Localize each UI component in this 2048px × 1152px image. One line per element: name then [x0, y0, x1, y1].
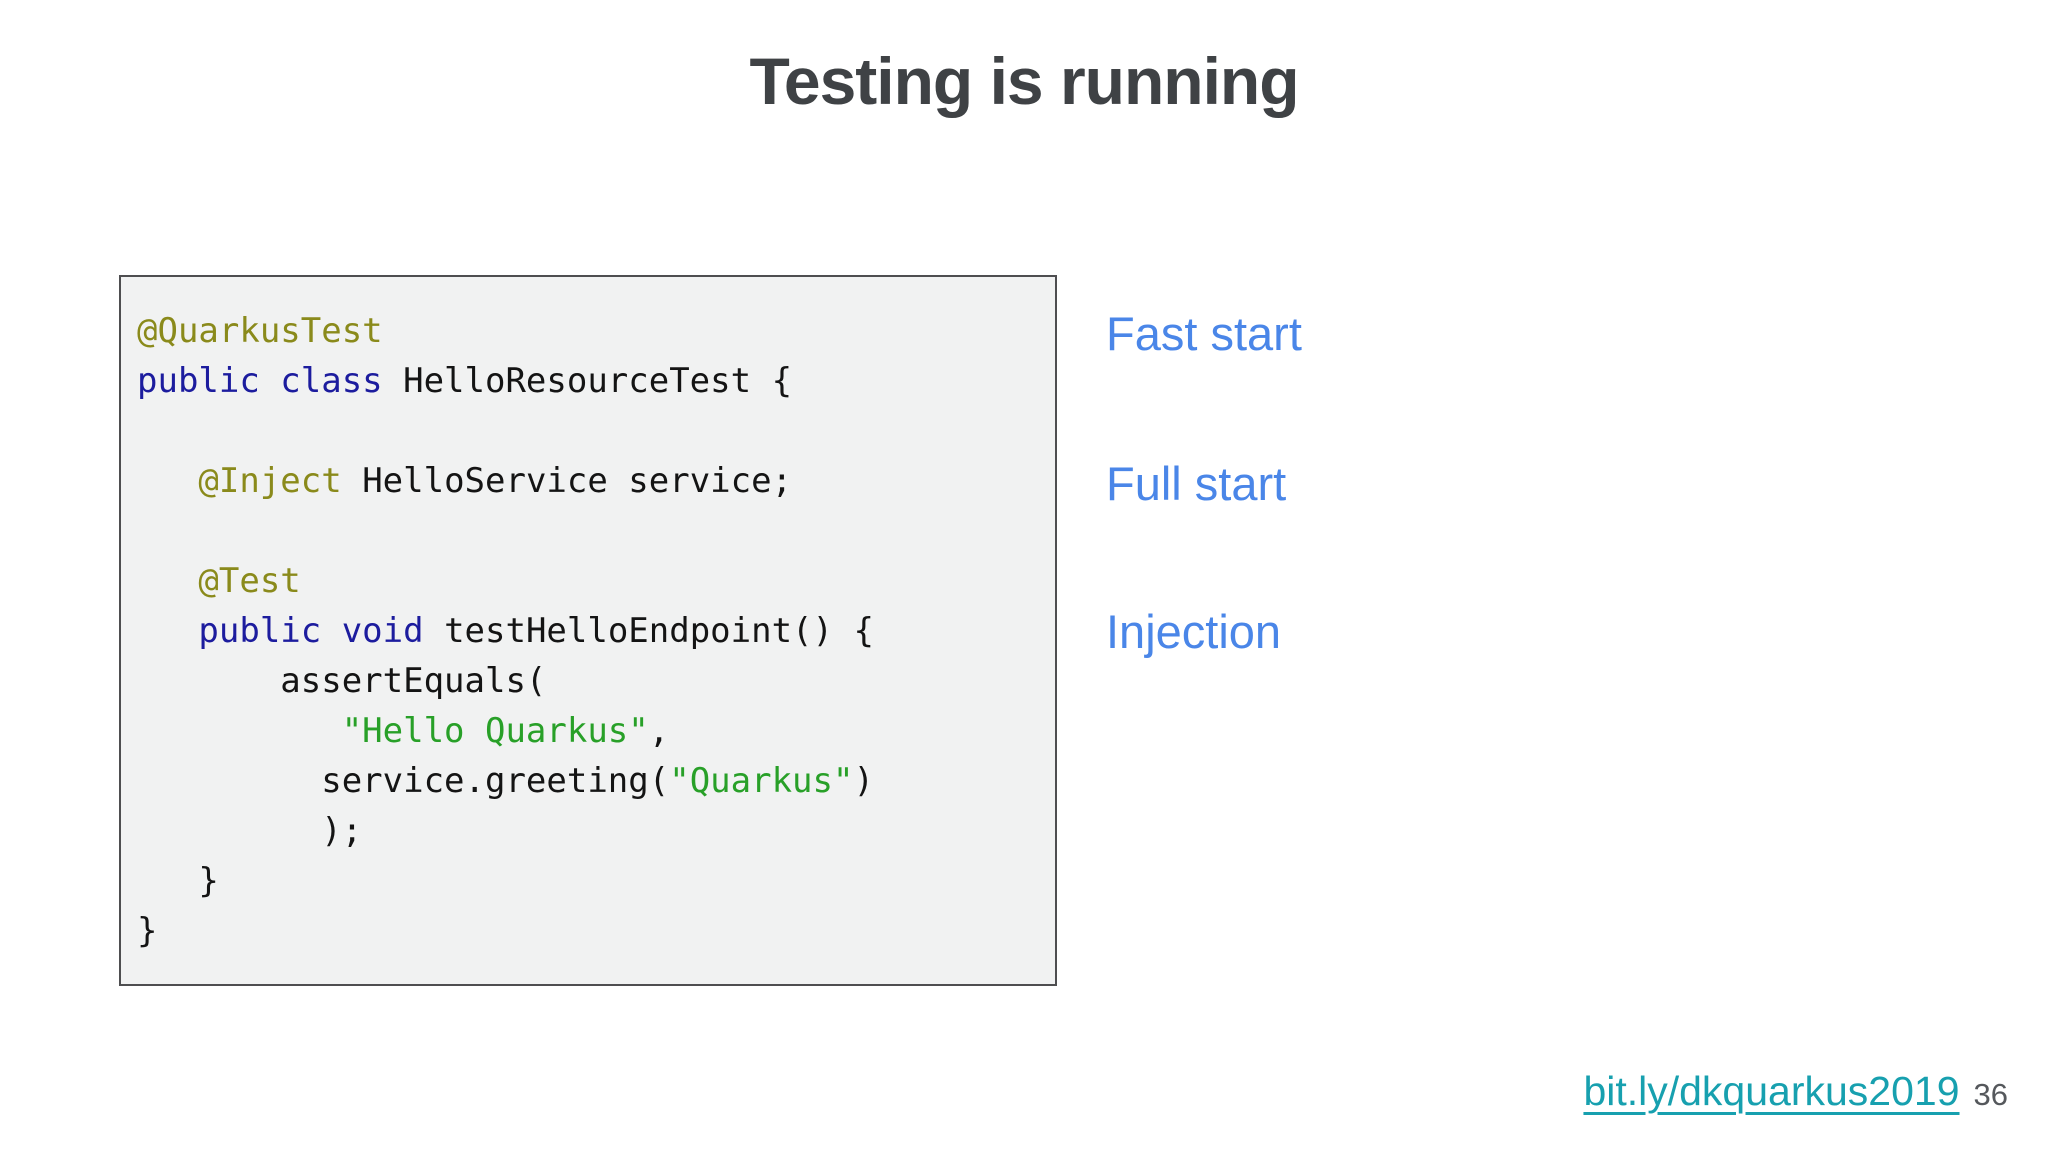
- code-line: }: [137, 861, 219, 901]
- code-line: service.greeting("Quarkus"): [137, 761, 874, 801]
- code-line: public class HelloResourceTest {: [137, 361, 793, 401]
- code-line: assertEquals(: [137, 661, 547, 701]
- feature-full-start: Full start: [1106, 457, 1287, 510]
- slide-title: Testing is running: [749, 44, 1299, 118]
- code-line: "Hello Quarkus",: [341, 711, 670, 751]
- code-line: }: [137, 911, 158, 951]
- code-line: [137, 406, 1045, 456]
- code-line: );: [137, 811, 363, 851]
- feature-injection: Injection: [1106, 605, 1282, 658]
- code-line: @Inject HelloService service;: [198, 461, 793, 501]
- code-block: @QuarkusTest public class HelloResourceTe…: [119, 275, 1057, 986]
- code-line: public void testHelloEndpoint() {: [198, 611, 874, 651]
- code-content: @QuarkusTest public class HelloResourceTe…: [121, 277, 1055, 956]
- bitly-link[interactable]: bit.ly/dkquarkus2019: [1583, 1068, 1960, 1114]
- code-line: @QuarkusTest: [137, 311, 383, 351]
- page-number: 36: [1973, 1077, 2008, 1112]
- code-line: [137, 506, 1045, 556]
- slide-footer: bit.ly/dkquarkus2019 36: [1583, 1068, 2008, 1115]
- feature-fast-start: Fast start: [1106, 307, 1302, 360]
- code-line: @Test: [198, 561, 301, 601]
